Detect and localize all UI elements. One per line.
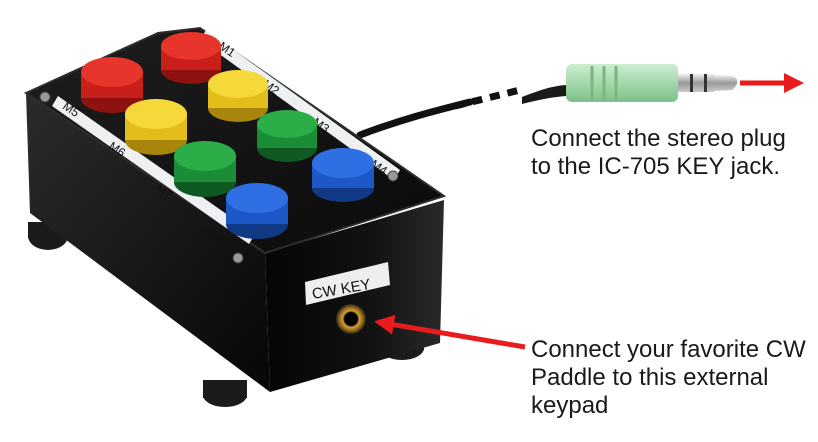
paddle-caption-line-2: Paddle to this external bbox=[531, 364, 769, 391]
button-m8 bbox=[226, 183, 288, 239]
button-m5 bbox=[81, 57, 143, 113]
enclosure-front-face bbox=[265, 200, 444, 392]
button-m4 bbox=[312, 148, 374, 202]
enclosure-left-face bbox=[26, 93, 270, 392]
cable-dashed-link bbox=[454, 86, 521, 110]
label-strip bbox=[52, 30, 400, 244]
cable bbox=[356, 98, 474, 139]
plug-caption-line-1: Connect the stereo plug bbox=[531, 125, 786, 152]
paddle-caption: Connect your favorite CW Paddle to this … bbox=[531, 336, 806, 420]
stereo-plug bbox=[522, 64, 738, 104]
button-m2 bbox=[208, 70, 268, 122]
jack-arrow bbox=[374, 314, 526, 350]
plug-caption: Connect the stereo plug to the IC-705 KE… bbox=[531, 125, 786, 181]
button-m7 bbox=[174, 141, 236, 197]
button-m6 bbox=[125, 99, 187, 155]
plug-caption-line-2: to the IC-705 KEY jack. bbox=[531, 153, 781, 180]
paddle-caption-line-1: Connect your favorite CW bbox=[531, 336, 806, 363]
button-m3 bbox=[257, 110, 317, 162]
screws bbox=[39, 91, 399, 264]
button-m1 bbox=[161, 32, 221, 84]
jack-label-plate bbox=[305, 262, 390, 305]
paddle-caption-line-3: keypad bbox=[531, 392, 609, 419]
